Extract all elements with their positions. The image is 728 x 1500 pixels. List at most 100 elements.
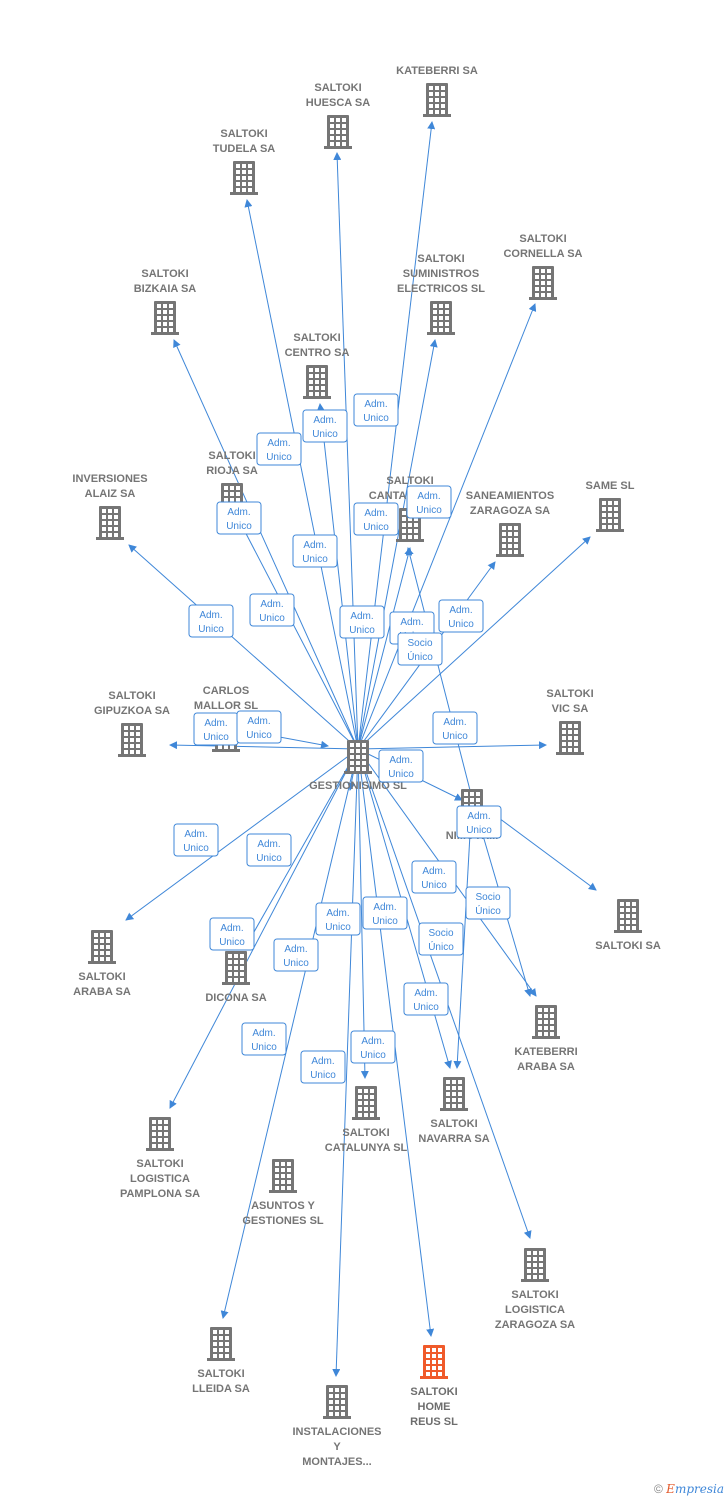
edge-gest-cantabria <box>357 547 413 750</box>
node-label: MALLOR SL <box>194 700 258 712</box>
relation-box <box>173 823 219 857</box>
node-label: HOME <box>418 1401 451 1413</box>
relation-text: Unico <box>421 880 447 891</box>
node-label: GIPUZKOA SA <box>94 705 170 717</box>
edge-gest-araba <box>125 748 359 921</box>
node-label: SALTOKI <box>136 1158 183 1170</box>
node-label: SALTOKI <box>220 128 267 140</box>
relation-label[interactable]: Adm.Unico <box>302 409 348 443</box>
relation-label[interactable]: Adm.Unico <box>362 896 408 930</box>
relation-box <box>249 593 295 627</box>
relation-label[interactable]: Adm.Unico <box>209 917 255 951</box>
relation-box <box>246 833 292 867</box>
relation-label[interactable]: Adm.Unico <box>378 749 424 783</box>
building-icon <box>230 161 258 195</box>
relation-text: Unico <box>325 922 351 933</box>
node-label: RIOJA SA <box>206 465 258 477</box>
node-same[interactable]: SAME SL <box>586 480 635 532</box>
relation-text: Adm. <box>303 540 326 551</box>
node-gest[interactable]: GESTIONISIMO SL <box>309 740 407 792</box>
relation-label[interactable]: Adm.Unico <box>315 902 361 936</box>
relation-label[interactable]: Adm.Unico <box>350 1030 396 1064</box>
node-label: ZARAGOZA SA <box>470 505 550 517</box>
relation-text: Unico <box>259 613 285 624</box>
building-icon <box>323 1385 351 1419</box>
relation-label[interactable]: Adm.Unico <box>432 711 478 745</box>
relation-text: Único <box>428 940 454 953</box>
building-icon <box>532 1005 560 1039</box>
building-icon <box>222 951 250 985</box>
relation-label[interactable]: Adm.Unico <box>216 501 262 535</box>
building-icon <box>521 1248 549 1282</box>
node-kateberri[interactable]: KATEBERRI SA <box>396 65 478 117</box>
relation-text: Adm. <box>220 923 243 934</box>
relation-label[interactable]: Adm.Unico <box>193 712 239 746</box>
edge-gest-cornella <box>357 303 537 750</box>
node-instalaciones[interactable]: INSTALACIONESYMONTAJES... <box>292 1385 382 1468</box>
relation-box <box>418 922 464 956</box>
relation-label[interactable]: Adm.Unico <box>236 710 282 744</box>
relation-label[interactable]: Adm.Unico <box>188 604 234 638</box>
relation-label[interactable]: Adm.Unico <box>353 393 399 427</box>
node-label: SALTOKI <box>141 268 188 280</box>
relation-label[interactable]: Adm.Unico <box>406 485 452 519</box>
relation-label[interactable]: Adm.Unico <box>438 599 484 633</box>
edge-gest-kateberri <box>357 121 436 750</box>
node-dicona[interactable]: DICONA SA <box>205 951 267 1004</box>
relation-label[interactable]: Adm.Unico <box>256 432 302 466</box>
relation-box <box>209 917 255 951</box>
relation-label[interactable]: Adm.Unico <box>300 1050 346 1084</box>
relation-label[interactable]: Adm.Unico <box>241 1022 287 1056</box>
node-label: MONTAJES... <box>302 1456 371 1468</box>
building-icon <box>207 1327 235 1361</box>
footer-brand: © Empresia <box>654 1482 724 1496</box>
relation-text: Adm. <box>389 755 412 766</box>
relation-label[interactable]: Adm. Unico <box>292 534 338 568</box>
relation-label[interactable]: Adm.Unico <box>273 938 319 972</box>
node-label: ALAIZ SA <box>85 488 136 500</box>
relation-label[interactable]: Adm.Unico <box>249 593 295 627</box>
relation-text: Unico <box>302 554 328 565</box>
node-label: SUMINISTROS <box>403 268 479 280</box>
node-label: KATEBERRI <box>514 1046 577 1058</box>
building-icon <box>269 1159 297 1193</box>
relation-label[interactable]: Adm. Unico <box>411 860 457 894</box>
relation-label[interactable]: Adm.Unico <box>246 833 292 867</box>
node-label: ARABA SA <box>73 986 131 998</box>
relation-label[interactable]: Adm.Unico <box>353 502 399 536</box>
relation-text: Unico <box>203 732 229 743</box>
relation-label[interactable]: Adm.Unico <box>456 805 502 839</box>
relation-box <box>403 982 449 1016</box>
relation-text: Adm. <box>422 866 445 877</box>
node-label: GESTIONISIMO SL <box>309 780 407 792</box>
node-label: INSTALACIONES <box>292 1426 381 1438</box>
relation-label[interactable]: Adm.Unico <box>339 605 385 639</box>
relation-label[interactable]: Adm.Unico <box>403 982 449 1016</box>
relation-label[interactable]: Adm.Unico <box>173 823 219 857</box>
node-label: CENTRO SA <box>285 347 350 359</box>
relation-text: Único <box>475 904 501 917</box>
node-saltokisa[interactable]: SALTOKI SA <box>595 899 661 952</box>
